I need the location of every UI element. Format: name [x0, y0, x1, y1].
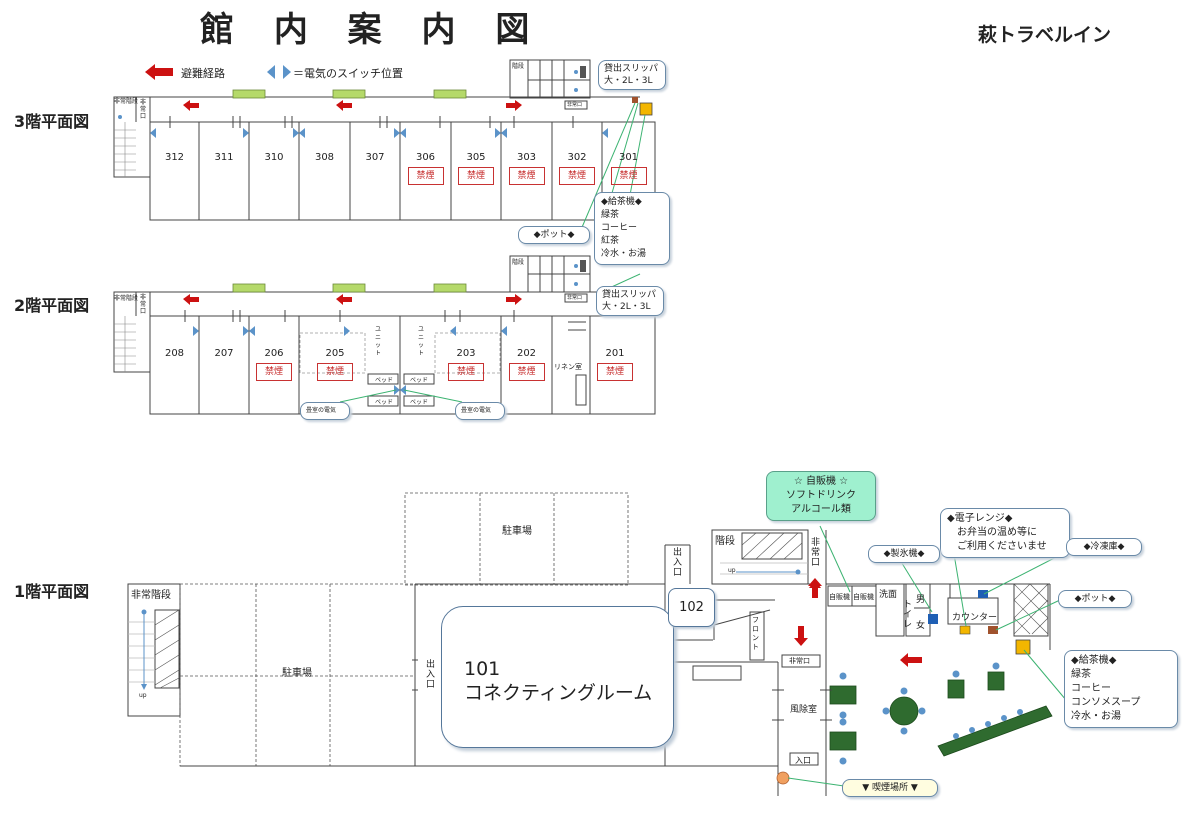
- room-208: 208: [164, 348, 185, 359]
- floor3-tea-callout: ◆給茶機◆ 緑茶 コーヒー 紅茶 冷水・お湯: [594, 192, 670, 265]
- floor2-plan: [113, 255, 656, 415]
- f1-up-label: up: [139, 692, 147, 699]
- f1-stairs: 階段: [715, 536, 735, 547]
- toilet-men: 男: [916, 595, 926, 605]
- f1-pot-callout: ◆ポット◆: [1058, 590, 1132, 608]
- floor1-label: 1階平面図: [14, 582, 90, 601]
- room-310: 310: [264, 152, 284, 163]
- floor2-label: 2階平面図: [14, 296, 90, 315]
- no-smoking-badge: 禁煙: [559, 167, 595, 185]
- room-207: 207: [214, 348, 234, 359]
- f1-parking-top: 駐車場: [502, 526, 532, 537]
- f1-entrance-side: 出入口: [426, 660, 436, 690]
- bed-4: ベッド: [409, 399, 428, 406]
- f1-entrance-top: 出入口: [673, 548, 683, 578]
- unit-205: ユニット: [375, 326, 382, 357]
- floor3-small-exit: 非常口: [567, 102, 583, 108]
- no-smoking-badge: 禁煙: [458, 167, 494, 185]
- f1-tea-callout: ◆給茶機◆ 緑茶 コーヒー コンソメスープ 冷水・お湯: [1064, 650, 1178, 728]
- legend-switch: ＝電気のスイッチ位置: [293, 67, 403, 80]
- no-smoking-badge: 禁煙: [317, 363, 353, 381]
- bed-1: ベッド: [374, 377, 393, 384]
- room-101-name: コネクティングルーム: [464, 682, 653, 704]
- counter: カウンター: [952, 613, 998, 623]
- f1-front-desk: フロント: [752, 616, 759, 651]
- floor3-stairs: 階段: [512, 63, 525, 70]
- no-smoking-badge: 禁煙: [256, 363, 292, 381]
- no-smoking-badge: 禁煙: [508, 167, 545, 185]
- hotel-name: 萩トラベルイン: [978, 24, 1112, 46]
- no-smoking-badge: 禁煙: [610, 167, 647, 185]
- floor3-slipper-callout: 貸出スリッパ 大・2L・3L: [598, 60, 666, 90]
- floor2-stairs: 階段: [512, 259, 525, 266]
- f1-entrance: 入口: [795, 756, 811, 765]
- vending-machine-1: 自販機: [829, 593, 850, 601]
- no-smoking-badge: 禁煙: [448, 363, 484, 381]
- floor2-slipper-callout: 貸出スリッパ 大・2L・3L: [596, 286, 664, 316]
- legend: 避難経路 ＝電気のスイッチ位置: [145, 62, 405, 82]
- room-101: 101 コネクティングルーム: [441, 606, 674, 748]
- toilet-women: 女: [916, 621, 926, 631]
- legend-arrow-icon: [145, 64, 291, 80]
- freezer-callout: ◆冷凍庫◆: [1066, 538, 1142, 556]
- floor2-emergency-exit: 非常口: [140, 294, 147, 315]
- f1-emergency-exit: 非常口: [789, 657, 810, 665]
- legend-evacuation: 避難経路: [181, 67, 225, 80]
- no-smoking-badge: 禁煙: [407, 167, 444, 185]
- room-312: 312: [164, 152, 185, 163]
- unit-203: ユニット: [418, 326, 425, 357]
- floor2-emergency-stairs: 非常階段: [114, 295, 139, 302]
- vending-callout: ☆ 自販機 ☆ ソフトドリンク アルコール類: [766, 471, 876, 521]
- floor3-label: 3階平面図: [14, 112, 90, 131]
- washroom: 洗面: [879, 590, 898, 600]
- room-307: 307: [365, 152, 385, 163]
- f1-emergency-exit-v: 非常口: [811, 538, 821, 568]
- f1-parking-left: 駐車場: [282, 668, 312, 679]
- linen-room: リネン室: [554, 363, 582, 371]
- room-102: 102: [668, 588, 715, 627]
- smoking-area-callout: ▼ 喫煙場所 ▼: [842, 779, 938, 797]
- page-title: 館 内 案 内 図: [200, 10, 544, 50]
- room-311: 311: [214, 152, 234, 163]
- vending-machine-2: 自販機: [853, 593, 874, 601]
- no-smoking-badge: 禁煙: [597, 363, 633, 381]
- f1-stairs-up: up: [728, 567, 736, 574]
- room-101-number: 101: [464, 658, 501, 680]
- f1-emergency-stairs: 非常階段: [131, 590, 171, 601]
- floor3-pot-callout: ◆ポット◆: [518, 226, 590, 244]
- ice-machine-callout: ◆製氷機◆: [868, 545, 940, 563]
- bed-2: ベッド: [409, 377, 428, 384]
- bed-3: ベッド: [374, 399, 393, 406]
- microwave-callout: ◆電子レンジ◆ お弁当の温め等に ご利用くださいませ: [940, 508, 1070, 558]
- tatami-light-left-callout: 畳室の電気: [300, 402, 350, 420]
- no-smoking-badge: 禁煙: [508, 363, 545, 381]
- tatami-light-right-callout: 畳室の電気: [455, 402, 505, 420]
- f1-windbreak: 風除室: [790, 705, 818, 715]
- floor3-emergency-stairs: 非常階段: [114, 98, 139, 105]
- floor3-emergency-exit: 非常口: [140, 99, 147, 120]
- room-308: 308: [314, 152, 335, 163]
- toilet: トイレ: [903, 600, 913, 630]
- floor2-small-exit: 非常口: [567, 295, 583, 301]
